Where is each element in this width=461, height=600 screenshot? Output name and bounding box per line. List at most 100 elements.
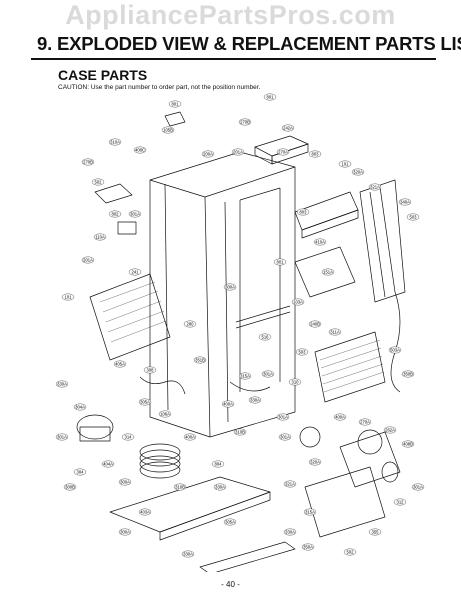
part-number-label: 330A xyxy=(285,530,295,535)
part-number-label: 802 xyxy=(112,212,120,217)
part-number-label: 315A xyxy=(240,374,250,379)
part-number-label: 400A xyxy=(185,435,195,440)
part-number-label: 310A xyxy=(110,140,120,145)
part-number-label: 403A xyxy=(140,510,150,515)
part-number-label: 503 xyxy=(299,350,307,355)
part-number-label: 201A xyxy=(83,258,93,263)
part-number-label: 310 xyxy=(292,380,300,385)
part-number-label: 300B xyxy=(65,485,75,490)
part-number-label: 404A xyxy=(103,462,113,467)
part-number-label: 240B xyxy=(310,322,320,327)
part-number-label: 803 xyxy=(312,152,320,157)
section-heading: CASE PARTS xyxy=(58,67,148,83)
part-number-label: 280 xyxy=(187,322,195,327)
part-number-label: 400A xyxy=(223,402,233,407)
part-number-label: 801 xyxy=(267,95,275,100)
part-number-label: 301A xyxy=(263,372,273,377)
part-number-label: 103A xyxy=(293,300,303,305)
page-title: 9. EXPLODED VIEW & REPLACEMENT PARTS LIS… xyxy=(37,33,461,54)
part-number-label: 105B xyxy=(163,128,173,133)
part-number-label: 405A xyxy=(115,362,125,367)
part-number-label: 300A xyxy=(120,530,130,535)
part-number-label: 321A xyxy=(370,185,380,190)
part-number-label: 320A xyxy=(353,170,363,175)
part-number-label: 350B xyxy=(403,372,413,377)
part-number-label: 803 xyxy=(300,210,308,215)
part-number-label: 270A xyxy=(360,420,370,425)
part-number-label: 301A xyxy=(130,212,140,217)
part-number-label: 801 xyxy=(172,102,180,107)
rear-cover-panel xyxy=(89,273,171,361)
part-number-label: 270A xyxy=(278,150,288,155)
part-number-label: 340A xyxy=(400,200,410,205)
part-number-label: 400A xyxy=(335,415,345,420)
bracket-small xyxy=(117,221,137,235)
part-number-label: 200A xyxy=(203,152,213,157)
part-number-label: 502 xyxy=(95,180,103,185)
part-number-label: 516 xyxy=(262,335,270,340)
part-number-label: 270B xyxy=(240,120,250,125)
part-number-label: 270B xyxy=(83,160,93,165)
part-number-label: 330A xyxy=(215,485,225,490)
part-number-label: 300A xyxy=(120,480,130,485)
bracket-plate xyxy=(94,183,133,204)
part-number-label: 305A xyxy=(140,400,150,405)
part-number-label: 110A xyxy=(95,235,105,240)
lower-cover xyxy=(199,541,296,572)
part-number-label: 301A xyxy=(280,435,290,440)
watermark-text: AppliancePartsPros.com xyxy=(65,0,396,30)
condenser-coil xyxy=(139,443,181,479)
part-number-label: 241 xyxy=(132,270,140,275)
part-number-label: 408C xyxy=(135,148,145,153)
part-number-label: 301A xyxy=(57,435,67,440)
part-number-label: 242A xyxy=(283,126,293,131)
part-number-label: 308 xyxy=(147,368,155,373)
part-number-label: 300A xyxy=(225,285,235,290)
part-number-label: 502 xyxy=(347,550,355,555)
part-number-label: 151A xyxy=(323,270,333,275)
part-number-label: 330A xyxy=(250,398,260,403)
part-number-label: 351B xyxy=(195,358,205,363)
cabinet-body xyxy=(149,151,296,438)
part-number-label: 106A xyxy=(160,412,170,417)
part-number-label: 305A xyxy=(225,520,235,525)
part-number-label: 408B xyxy=(403,442,413,447)
part-number-label: 410A xyxy=(315,240,325,245)
part-number-label: 503 xyxy=(410,215,418,220)
exploded-view-diagram: 801 105B 270B 242A 801 200A 201A 270A 803 101 270B… xyxy=(55,93,425,572)
part-number-label: 350A xyxy=(303,545,313,550)
machine-cover xyxy=(339,431,401,488)
part-number-label: 201A xyxy=(233,150,243,155)
part-number-label: 301A xyxy=(278,415,288,420)
part-number-label: 101 xyxy=(65,295,73,300)
evaporator-coil xyxy=(314,331,386,403)
part-number-label: 311A xyxy=(330,330,340,335)
base-plate xyxy=(109,476,271,533)
duct-assembly xyxy=(359,179,406,303)
fan-motor xyxy=(299,426,321,448)
compressor xyxy=(76,414,114,440)
page-header: 9. EXPLODED VIEW & REPLACEMENT PARTS LIS… xyxy=(31,30,461,60)
part-number-label: 304 xyxy=(77,470,85,475)
part-number-label: 330A xyxy=(183,552,193,557)
part-number-label: 310B xyxy=(175,485,185,490)
part-number-label: 801 xyxy=(277,260,285,265)
part-number-label: 301A xyxy=(413,485,423,490)
part-number-label: 330A xyxy=(57,382,67,387)
part-number-label: 321A xyxy=(285,482,295,487)
part-number-label: 314 xyxy=(125,435,133,440)
top-cover-part xyxy=(164,111,186,127)
part-number-label: 262A xyxy=(385,428,395,433)
drain-pan xyxy=(294,246,356,298)
part-number-label: 804 xyxy=(215,462,223,467)
refrigerant-tubing xyxy=(139,376,186,395)
part-number-label: 320A xyxy=(310,460,320,465)
part-number-label: 315A xyxy=(305,510,315,515)
part-number-label: 355 xyxy=(372,530,380,535)
rear-panel-lower xyxy=(304,466,386,538)
part-number-label: 312 xyxy=(397,500,405,505)
part-number-label: 310B xyxy=(235,430,245,435)
part-number-label: 101 xyxy=(342,162,350,167)
fan-blade xyxy=(381,461,399,483)
part-number-label: 503A xyxy=(390,348,400,353)
